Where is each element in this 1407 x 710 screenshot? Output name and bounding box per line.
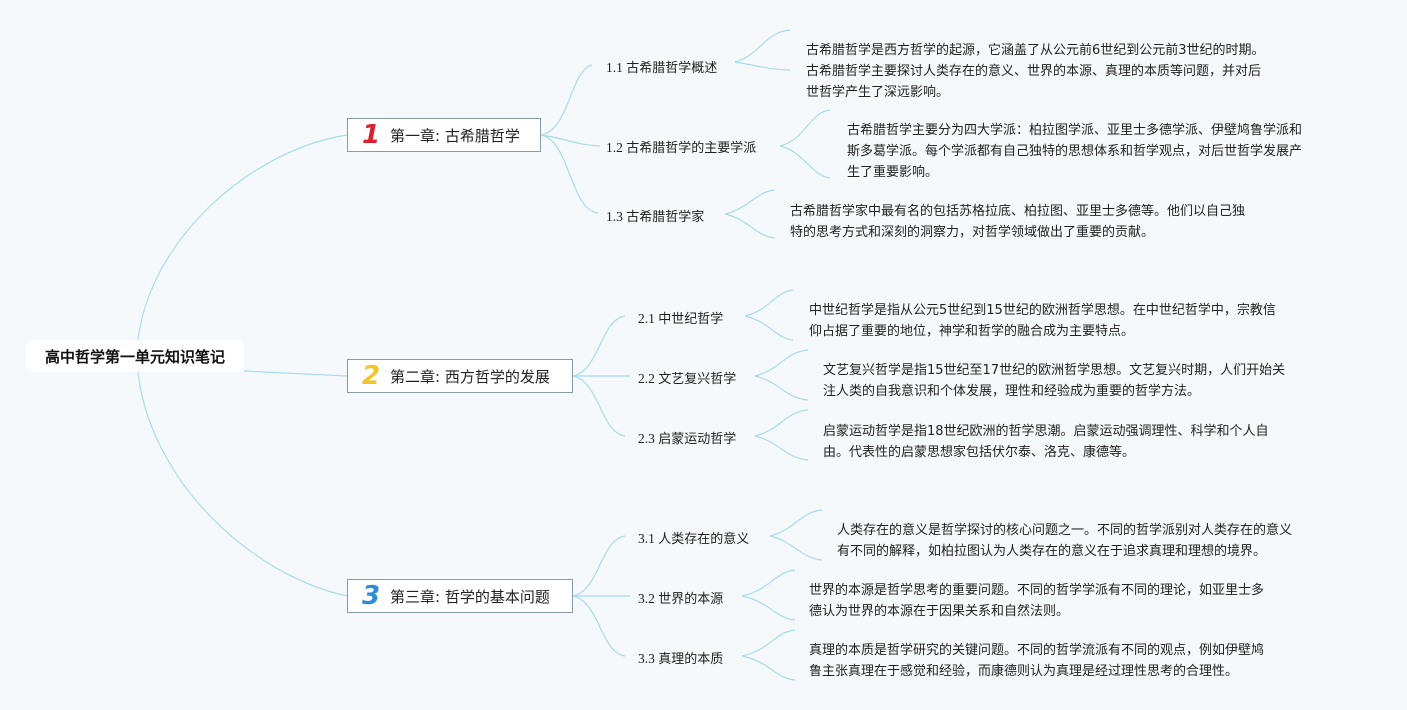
topic-node-2-3[interactable]: 2.3 启蒙运动哲学 (638, 428, 736, 447)
topic-number: 1.2 (606, 140, 623, 155)
number-three-icon: 3 (362, 581, 381, 611)
topic-description-3-1[interactable]: 人类存在的意义是哲学探讨的核心问题之一。不同的哲学派别对人类存在的意义 有不同的… (837, 520, 1292, 562)
chapter-node-3[interactable]: 3 第三章: 哲学的基本问题 (347, 579, 573, 613)
root-node[interactable]: 高中哲学第一单元知识笔记 (26, 340, 244, 372)
root-title: 高中哲学第一单元知识笔记 (44, 347, 225, 366)
description-line: 仰占据了重要的地位，神学和哲学的融合成为主要特点。 (809, 324, 1135, 339)
topic-node-1-3[interactable]: 1.3 古希腊哲学家 (606, 206, 704, 225)
description-line: 世哲学产生了深远影响。 (806, 85, 950, 100)
topic-number: 3.3 (638, 651, 655, 666)
topic-description-1-2[interactable]: 古希腊哲学主要分为四大学派：柏拉图学派、亚里士多德学派、伊壁鸠鲁学派和 斯多葛学… (847, 120, 1302, 183)
topic-description-1-3[interactable]: 古希腊哲学家中最有名的包括苏格拉底、柏拉图、亚里士多德等。他们以自己独 特的思考… (790, 201, 1245, 243)
topic-number: 1.1 (606, 60, 623, 75)
topic-node-3-3[interactable]: 3.3 真理的本质 (638, 648, 723, 667)
description-line: 生了重要影响。 (847, 165, 939, 180)
topic-label: 世界的本源 (658, 592, 724, 607)
description-line: 注人类的自我意识和个体发展，理性和经验成为重要的哲学方法。 (823, 384, 1201, 399)
chapter-node-2[interactable]: 2 第二章: 西方哲学的发展 (347, 359, 573, 393)
description-line: 德认为世界的本源在于因果关系和自然法则。 (809, 604, 1070, 619)
description-line: 古希腊哲学是西方哲学的起源，它涵盖了从公元前6世纪到公元前3世纪的时期。 (806, 43, 1265, 58)
description-line: 由。代表性的启蒙思想家包括伏尔泰、洛克、康德等。 (823, 445, 1136, 460)
description-line: 特的思考方式和深刻的洞察力，对哲学领域做出了重要的贡献。 (790, 225, 1155, 240)
description-line: 鲁主张真理在于感觉和经验，而康德则认为真理是经过理性思考的合理性。 (809, 664, 1239, 679)
topic-label: 真理的本质 (658, 652, 724, 667)
topic-label: 人类存在的意义 (658, 532, 750, 547)
topic-number: 1.3 (606, 209, 623, 224)
description-line: 启蒙运动哲学是指18世纪欧洲的哲学思潮。启蒙运动强调理性、科学和个人自 (823, 424, 1269, 439)
description-line: 有不同的解释，如柏拉图认为人类存在的意义在于追求真理和理想的境界。 (837, 544, 1267, 559)
topic-description-3-3[interactable]: 真理的本质是哲学研究的关键问题。不同的哲学流派有不同的观点，例如伊壁鸠 鲁主张真… (809, 640, 1264, 682)
topic-number: 3.1 (638, 531, 655, 546)
chapter-title: 第二章: 西方哲学的发展 (390, 367, 550, 386)
description-line: 古希腊哲学主要探讨人类存在的意义、世界的本源、真理的本质等问题，并对后 (806, 64, 1262, 79)
topic-label: 古希腊哲学的主要学派 (626, 141, 757, 156)
topic-number: 2.2 (638, 371, 655, 386)
description-line: 人类存在的意义是哲学探讨的核心问题之一。不同的哲学派别对人类存在的意义 (837, 523, 1293, 538)
topic-number: 3.2 (638, 591, 655, 606)
topic-label: 启蒙运动哲学 (658, 432, 737, 447)
topic-node-3-2[interactable]: 3.2 世界的本源 (638, 588, 723, 607)
topic-label: 中世纪哲学 (658, 312, 724, 327)
description-line: 世界的本源是哲学思考的重要问题。不同的哲学学派有不同的理论，如亚里士多 (809, 583, 1265, 598)
description-line: 真理的本质是哲学研究的关键问题。不同的哲学流派有不同的观点，例如伊壁鸠 (809, 643, 1265, 658)
chapter-title: 第一章: 古希腊哲学 (390, 126, 520, 145)
topic-description-2-2[interactable]: 文艺复兴哲学是指15世纪至17世纪的欧洲哲学思想。文艺复兴时期，人们开始关 注人… (823, 360, 1285, 402)
topic-description-2-3[interactable]: 启蒙运动哲学是指18世纪欧洲的哲学思潮。启蒙运动强调理性、科学和个人自 由。代表… (823, 421, 1269, 463)
topic-node-2-1[interactable]: 2.1 中世纪哲学 (638, 308, 723, 327)
topic-label: 文艺复兴哲学 (658, 372, 737, 387)
description-line: 文艺复兴哲学是指15世纪至17世纪的欧洲哲学思想。文艺复兴时期，人们开始关 (823, 363, 1286, 378)
topic-node-2-2[interactable]: 2.2 文艺复兴哲学 (638, 368, 736, 387)
description-line: 中世纪哲学是指从公元5世纪到15世纪的欧洲哲学思想。在中世纪哲学中，宗教信 (809, 303, 1276, 318)
topic-node-1-2[interactable]: 1.2 古希腊哲学的主要学派 (606, 137, 756, 156)
topic-description-3-2[interactable]: 世界的本源是哲学思考的重要问题。不同的哲学学派有不同的理论，如亚里士多 德认为世… (809, 580, 1264, 622)
description-line: 斯多葛学派。每个学派都有自己独特的思想体系和哲学观点，对后世哲学发展产 (847, 144, 1303, 159)
description-line: 古希腊哲学家中最有名的包括苏格拉底、柏拉图、亚里士多德等。他们以自己独 (790, 204, 1246, 219)
topic-description-2-1[interactable]: 中世纪哲学是指从公元5世纪到15世纪的欧洲哲学思想。在中世纪哲学中，宗教信 仰占… (809, 300, 1276, 342)
number-one-icon: 1 (362, 120, 381, 150)
chapter-title: 第三章: 哲学的基本问题 (390, 587, 550, 606)
number-two-icon: 2 (362, 361, 381, 391)
topic-node-3-1[interactable]: 3.1 人类存在的意义 (638, 528, 749, 547)
topic-description-1-1[interactable]: 古希腊哲学是西方哲学的起源，它涵盖了从公元前6世纪到公元前3世纪的时期。 古希腊… (806, 40, 1265, 103)
topic-label: 古希腊哲学家 (626, 210, 705, 225)
description-line: 古希腊哲学主要分为四大学派：柏拉图学派、亚里士多德学派、伊壁鸠鲁学派和 (847, 123, 1303, 138)
topic-number: 2.1 (638, 311, 655, 326)
topic-label: 古希腊哲学概述 (626, 61, 718, 76)
topic-node-1-1[interactable]: 1.1 古希腊哲学概述 (606, 57, 717, 76)
topic-number: 2.3 (638, 431, 655, 446)
chapter-node-1[interactable]: 1 第一章: 古希腊哲学 (347, 118, 541, 152)
